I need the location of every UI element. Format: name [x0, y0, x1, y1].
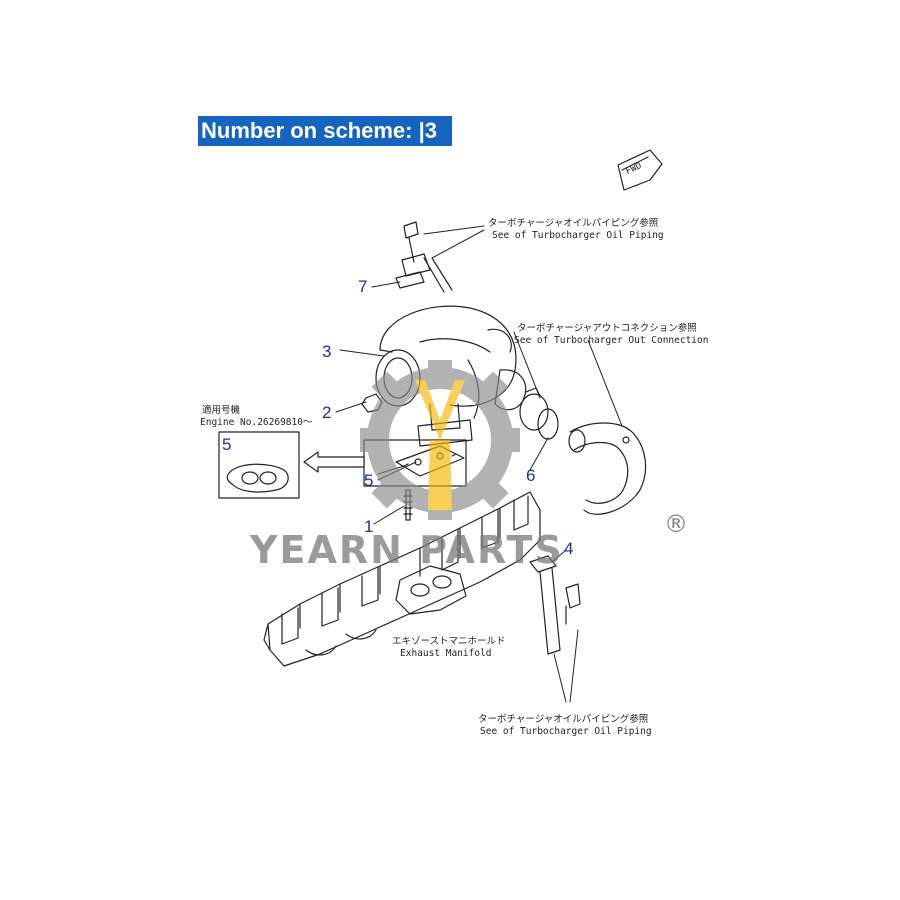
- engine-callout-en: Engine No.26269810～: [200, 417, 313, 428]
- clamp: [519, 387, 549, 431]
- part-number-4: 4: [564, 539, 574, 558]
- yearn-parts-logo-icon: [360, 360, 520, 520]
- part-number-5: 5: [364, 471, 374, 490]
- oil-return-pipe: [529, 555, 581, 655]
- top-callout-en: See of Turbocharger Oil Piping: [492, 230, 664, 241]
- part-number-1: 1: [364, 517, 374, 536]
- oil-inlet-bolt: [401, 221, 453, 293]
- registered-mark: ®: [664, 510, 688, 538]
- bottom-callout-en: See of Turbocharger Oil Piping: [480, 726, 652, 737]
- gasket-7: [395, 271, 425, 289]
- manifold-callout-jp: エキゾーストマニホールド: [392, 636, 506, 647]
- part-number-6: 6: [526, 466, 536, 485]
- manifold-callout-en: Exhaust Manifold: [400, 648, 492, 659]
- watermark-text: YEARN PARTS: [250, 528, 564, 572]
- part-number-2: 2: [322, 403, 332, 422]
- inset-pointer-arrow: [303, 451, 365, 473]
- bottom-callout-jp: ターボチャージャオイルパイピング参照: [478, 714, 649, 725]
- out-connection-pipe: [568, 422, 647, 515]
- fwd-arrow-icon: [617, 149, 663, 191]
- inset-gasket-box: [218, 431, 300, 499]
- scheme-number-banner: Number on scheme: |3: [198, 116, 452, 146]
- part-number-5-inset: 5: [222, 435, 232, 454]
- part-number-3: 3: [322, 342, 332, 361]
- part-number-7: 7: [358, 277, 368, 296]
- top-callout-jp: ターボチャージャオイルパイピング参照: [488, 218, 659, 229]
- exhaust-manifold: [263, 491, 541, 667]
- right-callout-en: See of Turbocharger Out Connection: [514, 335, 709, 346]
- engine-callout-jp: 適用号機: [202, 405, 241, 416]
- right-callout-jp: ターボチャージャアウトコネクション参照: [517, 323, 697, 334]
